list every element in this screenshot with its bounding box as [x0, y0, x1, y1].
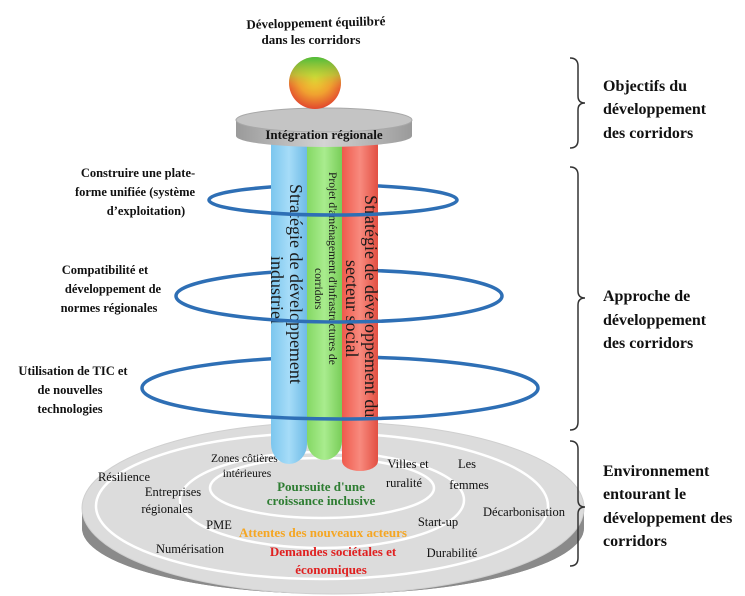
ring1-label-line3: d’exploitation): [107, 204, 185, 218]
pillar-industrial-line2: industriel: [267, 256, 287, 324]
bracket-labels: Objectifs du développement des corridors…: [603, 78, 732, 550]
objectives-line2: développement: [603, 101, 707, 118]
brackets: [569, 57, 586, 567]
label-cities: Villes et: [387, 457, 429, 471]
ring2-label-line1: Compatibilité et: [62, 263, 149, 277]
bracket-approach: [569, 166, 586, 431]
inclusive-growth-line1: Poursuite d'une: [277, 479, 365, 494]
base-labels: Zones côtières et intérieures Villes et …: [98, 453, 566, 560]
ring-1: [207, 199, 459, 217]
base-disc: [81, 421, 585, 595]
approach-line2: développement: [603, 312, 707, 329]
label-coastal-2: intérieures: [223, 468, 272, 480]
pillar-social-line2: secteur social: [342, 260, 362, 357]
pillar-industrial-label: Stratégie de développement industriel: [267, 184, 306, 384]
label-numerisation: Numérisation: [156, 542, 225, 556]
label-women-2: femmes: [449, 478, 489, 492]
goal-line1: Développement équilibré: [246, 13, 386, 32]
pillar-social: [342, 141, 378, 471]
label-decarbonisation: Décarbonisation: [483, 505, 566, 519]
pillar-social-label: Stratégie de développement du secteur so…: [342, 195, 381, 417]
new-actors-label: Attentes des nouveaux acteurs: [239, 525, 407, 540]
inclusive-growth-line2: croissance inclusive: [267, 493, 376, 508]
approach-line3: des corridors: [603, 335, 693, 352]
ring3-label-line2: de nouvelles: [38, 383, 103, 397]
label-durabilite: Durabilité: [427, 546, 478, 560]
environment-line2: entourant le: [603, 486, 686, 503]
ring3-label-line3: technologies: [37, 402, 102, 416]
ring2-label-line2: développement de: [65, 282, 162, 296]
pillar-infra-line2: corridors: [312, 268, 324, 310]
label-coastal: Zones côtières et: [211, 453, 290, 465]
demands-line1: Demandes sociétales et: [270, 544, 397, 559]
platform-label: Intégration régionale: [265, 127, 383, 142]
ring1-label-line2: forme unifiée (système: [75, 185, 196, 199]
pillar-social-line1: Stratégie de développement du: [361, 195, 381, 417]
pillar-infrastructure: [307, 141, 342, 460]
label-pme: PME: [206, 518, 232, 532]
approach-line1: Approche de: [603, 288, 690, 305]
pillar-infra-line1: Projet d'aménagement d'infrastructures d…: [326, 172, 338, 365]
ring-2: [174, 295, 504, 324]
ring2-label-line3: normes régionales: [61, 301, 158, 315]
ring1-label-line1: Construire une plate-: [81, 166, 195, 180]
label-resilience: Résilience: [98, 470, 151, 484]
rings-front: [140, 199, 540, 421]
label-enterprises-2: régionales: [141, 502, 193, 516]
demands-line2: économiques: [295, 562, 367, 577]
environment-line4: corridors: [603, 533, 667, 550]
ring-3: [140, 387, 540, 421]
objectives-line3: des corridors: [603, 125, 693, 142]
goal-line2: dans les corridors: [262, 32, 361, 47]
pillar-infrastructure-label: Projet d'aménagement d'infrastructures d…: [312, 172, 338, 365]
ring-labels: Construire une plate- forme unifiée (sys…: [18, 166, 195, 416]
label-startup: Start-up: [418, 515, 458, 529]
ring3-label-line1: Utilisation de TIC et: [18, 364, 128, 378]
goal-title: Développement équilibré dans les corrido…: [246, 13, 386, 47]
environment-line1: Environnement: [603, 463, 710, 480]
label-cities-2: ruralité: [386, 476, 423, 490]
base-center-labels: Poursuite d'une croissance inclusive Att…: [239, 479, 407, 577]
bracket-environment: [569, 440, 586, 567]
label-women: Les: [458, 457, 476, 471]
environment-line3: développement des: [603, 510, 732, 527]
label-enterprises: Entreprises: [145, 485, 201, 499]
pillar-industrial: [271, 141, 307, 464]
bracket-objectives: [569, 57, 586, 149]
integration-platform: Intégration régionale: [235, 107, 413, 147]
objectives-line1: Objectifs du: [603, 78, 687, 95]
goal-sphere: [289, 57, 341, 109]
pillar-industrial-line1: Stratégie de développement: [286, 184, 306, 384]
